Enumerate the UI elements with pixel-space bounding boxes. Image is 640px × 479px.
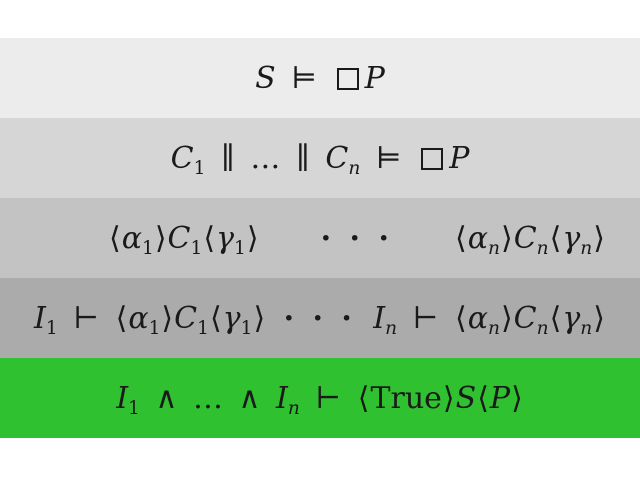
subscript-n: n [580, 237, 593, 259]
row-invariant-proofs: I1 ⊢ ⟨α1⟩C1⟨γ1⟩ · · · In ⊢ ⟨αn⟩Cn⟨γn⟩ [0, 278, 640, 358]
symbol-gamma: γ [562, 220, 581, 256]
proves-symbol: ⊢ [412, 300, 439, 336]
left-angle: ⟨ [549, 220, 562, 256]
symbol-P: P [364, 60, 385, 96]
right-angle: ⟩ [442, 380, 455, 416]
symbol-C: C [513, 300, 537, 336]
left-angle: ⟨ [203, 220, 216, 256]
contract-component-n: ⟨αn⟩Cn⟨γn⟩ [454, 220, 606, 259]
formula-system-satisfies: S ⊨ P [255, 61, 385, 96]
formula-conclusion: I1 ∧ … ∧ In ⊢ ⟨True⟩S⟨P⟩ [116, 380, 524, 419]
ellipsis: … [192, 380, 223, 416]
left-angle: ⟨ [109, 220, 121, 256]
left-angle: ⟨ [549, 300, 562, 336]
symbol-alpha: α [128, 300, 149, 336]
models-symbol: ⊨ [375, 140, 402, 176]
centered-dots: · · · [320, 220, 393, 256]
row-component-contracts: ⟨α1⟩C1⟨γ1⟩ · · · ⟨αn⟩Cn⟨γn⟩ [0, 198, 640, 278]
centered-dots: · · · [283, 300, 356, 336]
symbol-gamma: γ [216, 220, 235, 256]
box-operator-icon [421, 147, 444, 170]
formula-parallel-composition: C1 ∥ … ∥ Cn ⊨ P [170, 140, 470, 179]
symbol-I: I [373, 300, 386, 336]
right-angle: ⟩ [253, 300, 266, 336]
symbol-C: C [167, 220, 191, 256]
right-angle: ⟩ [500, 220, 513, 256]
box-operator-icon [336, 67, 359, 90]
subscript-1: 1 [141, 237, 154, 259]
parallel-symbol: ∥ [220, 140, 235, 176]
subscript-n: n [287, 397, 300, 419]
subscript-n: n [580, 317, 593, 339]
subscript-n: n [385, 317, 398, 339]
contract-component-1: ⟨α1⟩C1⟨γ1⟩ [108, 220, 260, 259]
row-conclusion: I1 ∧ … ∧ In ⊢ ⟨True⟩S⟨P⟩ [0, 358, 640, 438]
right-angle: ⟩ [593, 300, 605, 336]
parallel-symbol: ∥ [295, 140, 310, 176]
left-angle: ⟨ [209, 300, 222, 336]
symbol-C: C [174, 300, 198, 336]
symbol-I: I [116, 380, 129, 416]
symbol-C: C [170, 140, 194, 176]
left-angle: ⟨ [454, 300, 467, 336]
symbol-C: C [513, 220, 537, 256]
symbol-P: P [449, 140, 470, 176]
subscript-1: 1 [148, 317, 161, 339]
proof-component-1: I1 ⊢ ⟨α1⟩C1⟨γ1⟩ [34, 300, 266, 339]
subscript-n: n [348, 157, 361, 179]
symbol-P: P [489, 380, 511, 416]
subscript-1: 1 [193, 157, 206, 179]
subscript-1: 1 [197, 317, 209, 339]
subscript-n: n [536, 317, 549, 339]
true-keyword: True [370, 380, 442, 416]
right-angle: ⟩ [593, 220, 605, 256]
subscript-1: 1 [45, 317, 58, 339]
symbol-gamma: γ [562, 300, 581, 336]
proves-symbol: ⊢ [315, 380, 342, 416]
and-symbol: ∧ [155, 380, 178, 416]
left-angle: ⟨ [115, 300, 128, 336]
proof-component-n: In ⊢ ⟨αn⟩Cn⟨γn⟩ [373, 300, 606, 339]
subscript-1: 1 [234, 237, 246, 259]
subscript-n: n [487, 317, 500, 339]
left-angle: ⟨ [455, 220, 467, 256]
symbol-I: I [34, 300, 46, 336]
subscript-1: 1 [190, 237, 203, 259]
symbol-S: S [455, 380, 477, 416]
symbol-alpha: α [121, 220, 142, 256]
right-angle: ⟩ [246, 220, 259, 256]
subscript-n: n [487, 237, 500, 259]
right-angle: ⟩ [161, 300, 174, 336]
ellipsis: … [250, 140, 281, 176]
subscript-n: n [536, 237, 549, 259]
row-parallel-composition: C1 ∥ … ∥ Cn ⊨ P [0, 118, 640, 198]
row-system-satisfies: S ⊨ P [0, 38, 640, 118]
right-angle: ⟩ [511, 380, 523, 416]
right-angle: ⟩ [500, 300, 513, 336]
proof-rule-stack: S ⊨ P C1 ∥ … ∥ Cn ⊨ P ⟨α1⟩C1⟨γ1⟩ · · · ⟨… [0, 38, 640, 438]
models-symbol: ⊨ [291, 60, 318, 96]
symbol-I: I [276, 380, 288, 416]
symbol-gamma: γ [222, 300, 241, 336]
subscript-1: 1 [240, 317, 253, 339]
symbol-C: C [325, 140, 349, 176]
left-angle: ⟨ [357, 380, 370, 416]
and-symbol: ∧ [238, 380, 261, 416]
symbol-alpha: α [467, 300, 488, 336]
proves-symbol: ⊢ [73, 300, 100, 336]
symbol-S: S [255, 60, 276, 96]
right-angle: ⟩ [154, 220, 167, 256]
symbol-alpha: α [467, 220, 488, 256]
subscript-1: 1 [128, 397, 140, 419]
left-angle: ⟨ [477, 380, 489, 416]
